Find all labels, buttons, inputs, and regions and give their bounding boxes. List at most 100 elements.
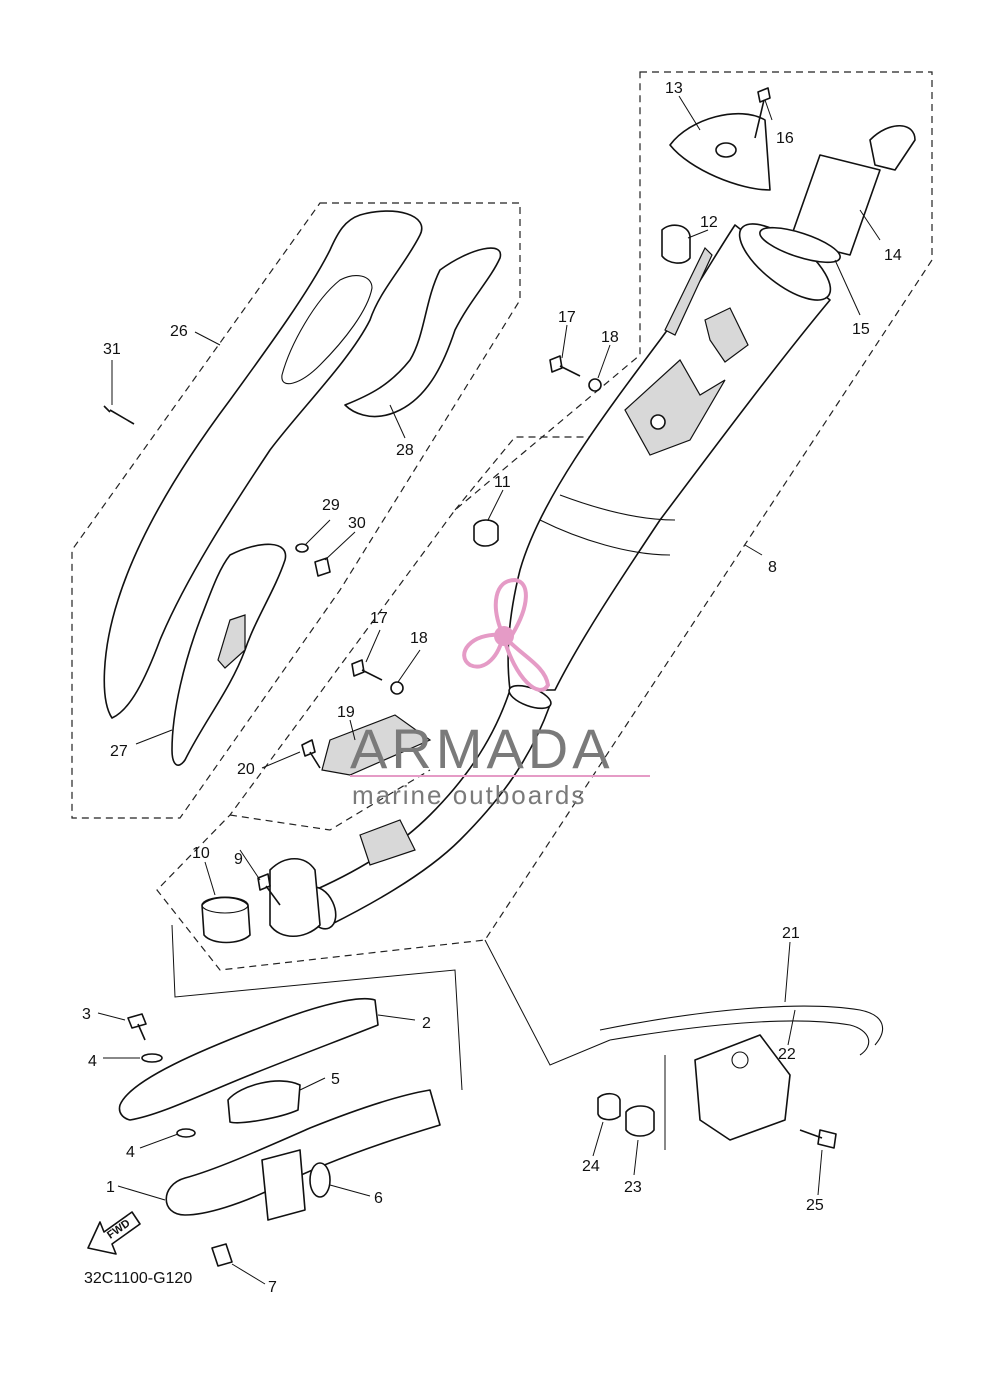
muffler-group-boundary: [156, 71, 933, 971]
callout-7: 7: [268, 1279, 277, 1296]
end-cap-13-hole: [715, 142, 737, 158]
callout-31: 31: [103, 341, 121, 358]
bolt-25: [799, 1129, 837, 1149]
callout-27: 27: [110, 743, 128, 760]
muffler-band-line-2: [559, 494, 676, 521]
bolt-17-lower: [351, 659, 383, 681]
gasket-10: [201, 896, 251, 944]
muffler-clip: [704, 307, 749, 363]
callout-6: 6: [374, 1190, 383, 1207]
bolt-31: [103, 405, 135, 425]
watermark-tagline: marine outboards: [352, 780, 586, 810]
servo-motor: [694, 1034, 791, 1141]
callout-10: 10: [192, 845, 210, 862]
leader-lines: [97, 95, 881, 1285]
callout-25: 25: [806, 1197, 824, 1214]
fasteners: [103, 355, 602, 906]
callout-18-upper: 18: [601, 329, 619, 346]
callout-23: 23: [624, 1179, 642, 1196]
callout-12: 12: [700, 214, 718, 231]
washer-4: [141, 1053, 163, 1063]
gasket-10-rim: [201, 896, 249, 914]
collar-24: [597, 1092, 621, 1121]
cable-21: [599, 1005, 884, 1046]
callout-29: 29: [322, 497, 340, 514]
side-cover-28: [344, 247, 502, 418]
muffler-mount-tab: [664, 246, 713, 336]
heat-protector-19: [321, 714, 432, 776]
gasket-6: [309, 1162, 331, 1198]
callout-30: 30: [348, 515, 366, 532]
bolt-16: [754, 87, 771, 139]
tail-pipe-14-bend: [869, 125, 916, 171]
callout-4-lower: 4: [126, 1144, 135, 1161]
side-cover-28-bracket: [217, 614, 246, 669]
forward-arrow: FWD: [87, 1211, 141, 1255]
damper-30: [314, 557, 331, 577]
servo-assembly: [597, 1005, 884, 1149]
cable-22: [609, 1020, 870, 1056]
callout-17-upper: 17: [558, 309, 576, 326]
servo-hole: [731, 1051, 749, 1069]
cover-group-boundary: [71, 202, 521, 819]
damper-23: [625, 1105, 655, 1137]
protector-5: [227, 1080, 301, 1124]
forward-arrow-icon: [87, 1211, 141, 1255]
callout-19: 19: [337, 704, 355, 721]
callout-22: 22: [778, 1046, 796, 1063]
callout-13: 13: [665, 80, 683, 97]
bolt-17-upper: [549, 355, 581, 377]
callout-14: 14: [884, 247, 902, 264]
callout-17-lower: 17: [370, 610, 388, 627]
callout-21: 21: [782, 925, 800, 942]
callout-16: 16: [776, 130, 794, 147]
callout-20: 20: [237, 761, 255, 778]
heat-shield-group-boundary: [229, 769, 431, 831]
diagram-code: 32C1100-G120: [84, 1270, 192, 1287]
nut-7: [211, 1243, 233, 1267]
callout-26: 26: [170, 323, 188, 340]
callout-5: 5: [331, 1071, 340, 1088]
callout-2: 2: [422, 1015, 431, 1032]
bolt-20: [301, 739, 321, 769]
side-cover-26: [103, 210, 423, 719]
callout-labels: 1 2 3 4 4 5 6 7 8 9 10 11 12 13 14 15 16…: [82, 80, 902, 1296]
muffler-bracket-hole: [650, 414, 666, 430]
collar-29: [295, 543, 309, 553]
exhaust-pipe-1: [165, 1089, 441, 1216]
callout-28: 28: [396, 442, 414, 459]
inner-group-boundary: [454, 436, 590, 511]
callout-4-upper: 4: [88, 1053, 97, 1070]
tail-pipe-14: [789, 154, 881, 256]
callout-18-lower: 18: [410, 630, 428, 647]
callout-8: 8: [768, 559, 777, 576]
watermark-brand: ARMADA: [350, 717, 614, 780]
muffler-assembly: [507, 223, 832, 691]
muffler-8: [507, 224, 831, 691]
muffler-bracket-plate: [624, 359, 726, 456]
washer-4-lower: [176, 1128, 196, 1138]
callout-24: 24: [582, 1158, 600, 1175]
protector-2: [118, 997, 379, 1121]
washer-18-lower: [390, 681, 404, 695]
callout-3: 3: [82, 1006, 91, 1023]
callout-1: 1: [106, 1179, 115, 1196]
header-pipe-assembly: [118, 997, 441, 1267]
clamp-9: [269, 857, 321, 937]
tail-tip-assembly: [661, 87, 916, 264]
group-boundaries: [71, 71, 933, 971]
grommet-11: [473, 519, 499, 547]
bolt-9: [257, 873, 281, 906]
exhaust-pipe-assembly: [201, 684, 552, 944]
exup-valve-housing: [359, 819, 416, 866]
callout-9: 9: [234, 851, 243, 868]
side-cover-26-window: [281, 275, 373, 385]
grommet-12: [661, 224, 691, 264]
side-cover-assembly: [103, 210, 502, 766]
muffler-band-line: [539, 519, 671, 556]
propeller-hub: [494, 626, 514, 646]
screw-3: [127, 1013, 147, 1041]
propeller-logo-icon: [462, 577, 551, 692]
exhaust-pipe-1-flange: [261, 1149, 306, 1221]
